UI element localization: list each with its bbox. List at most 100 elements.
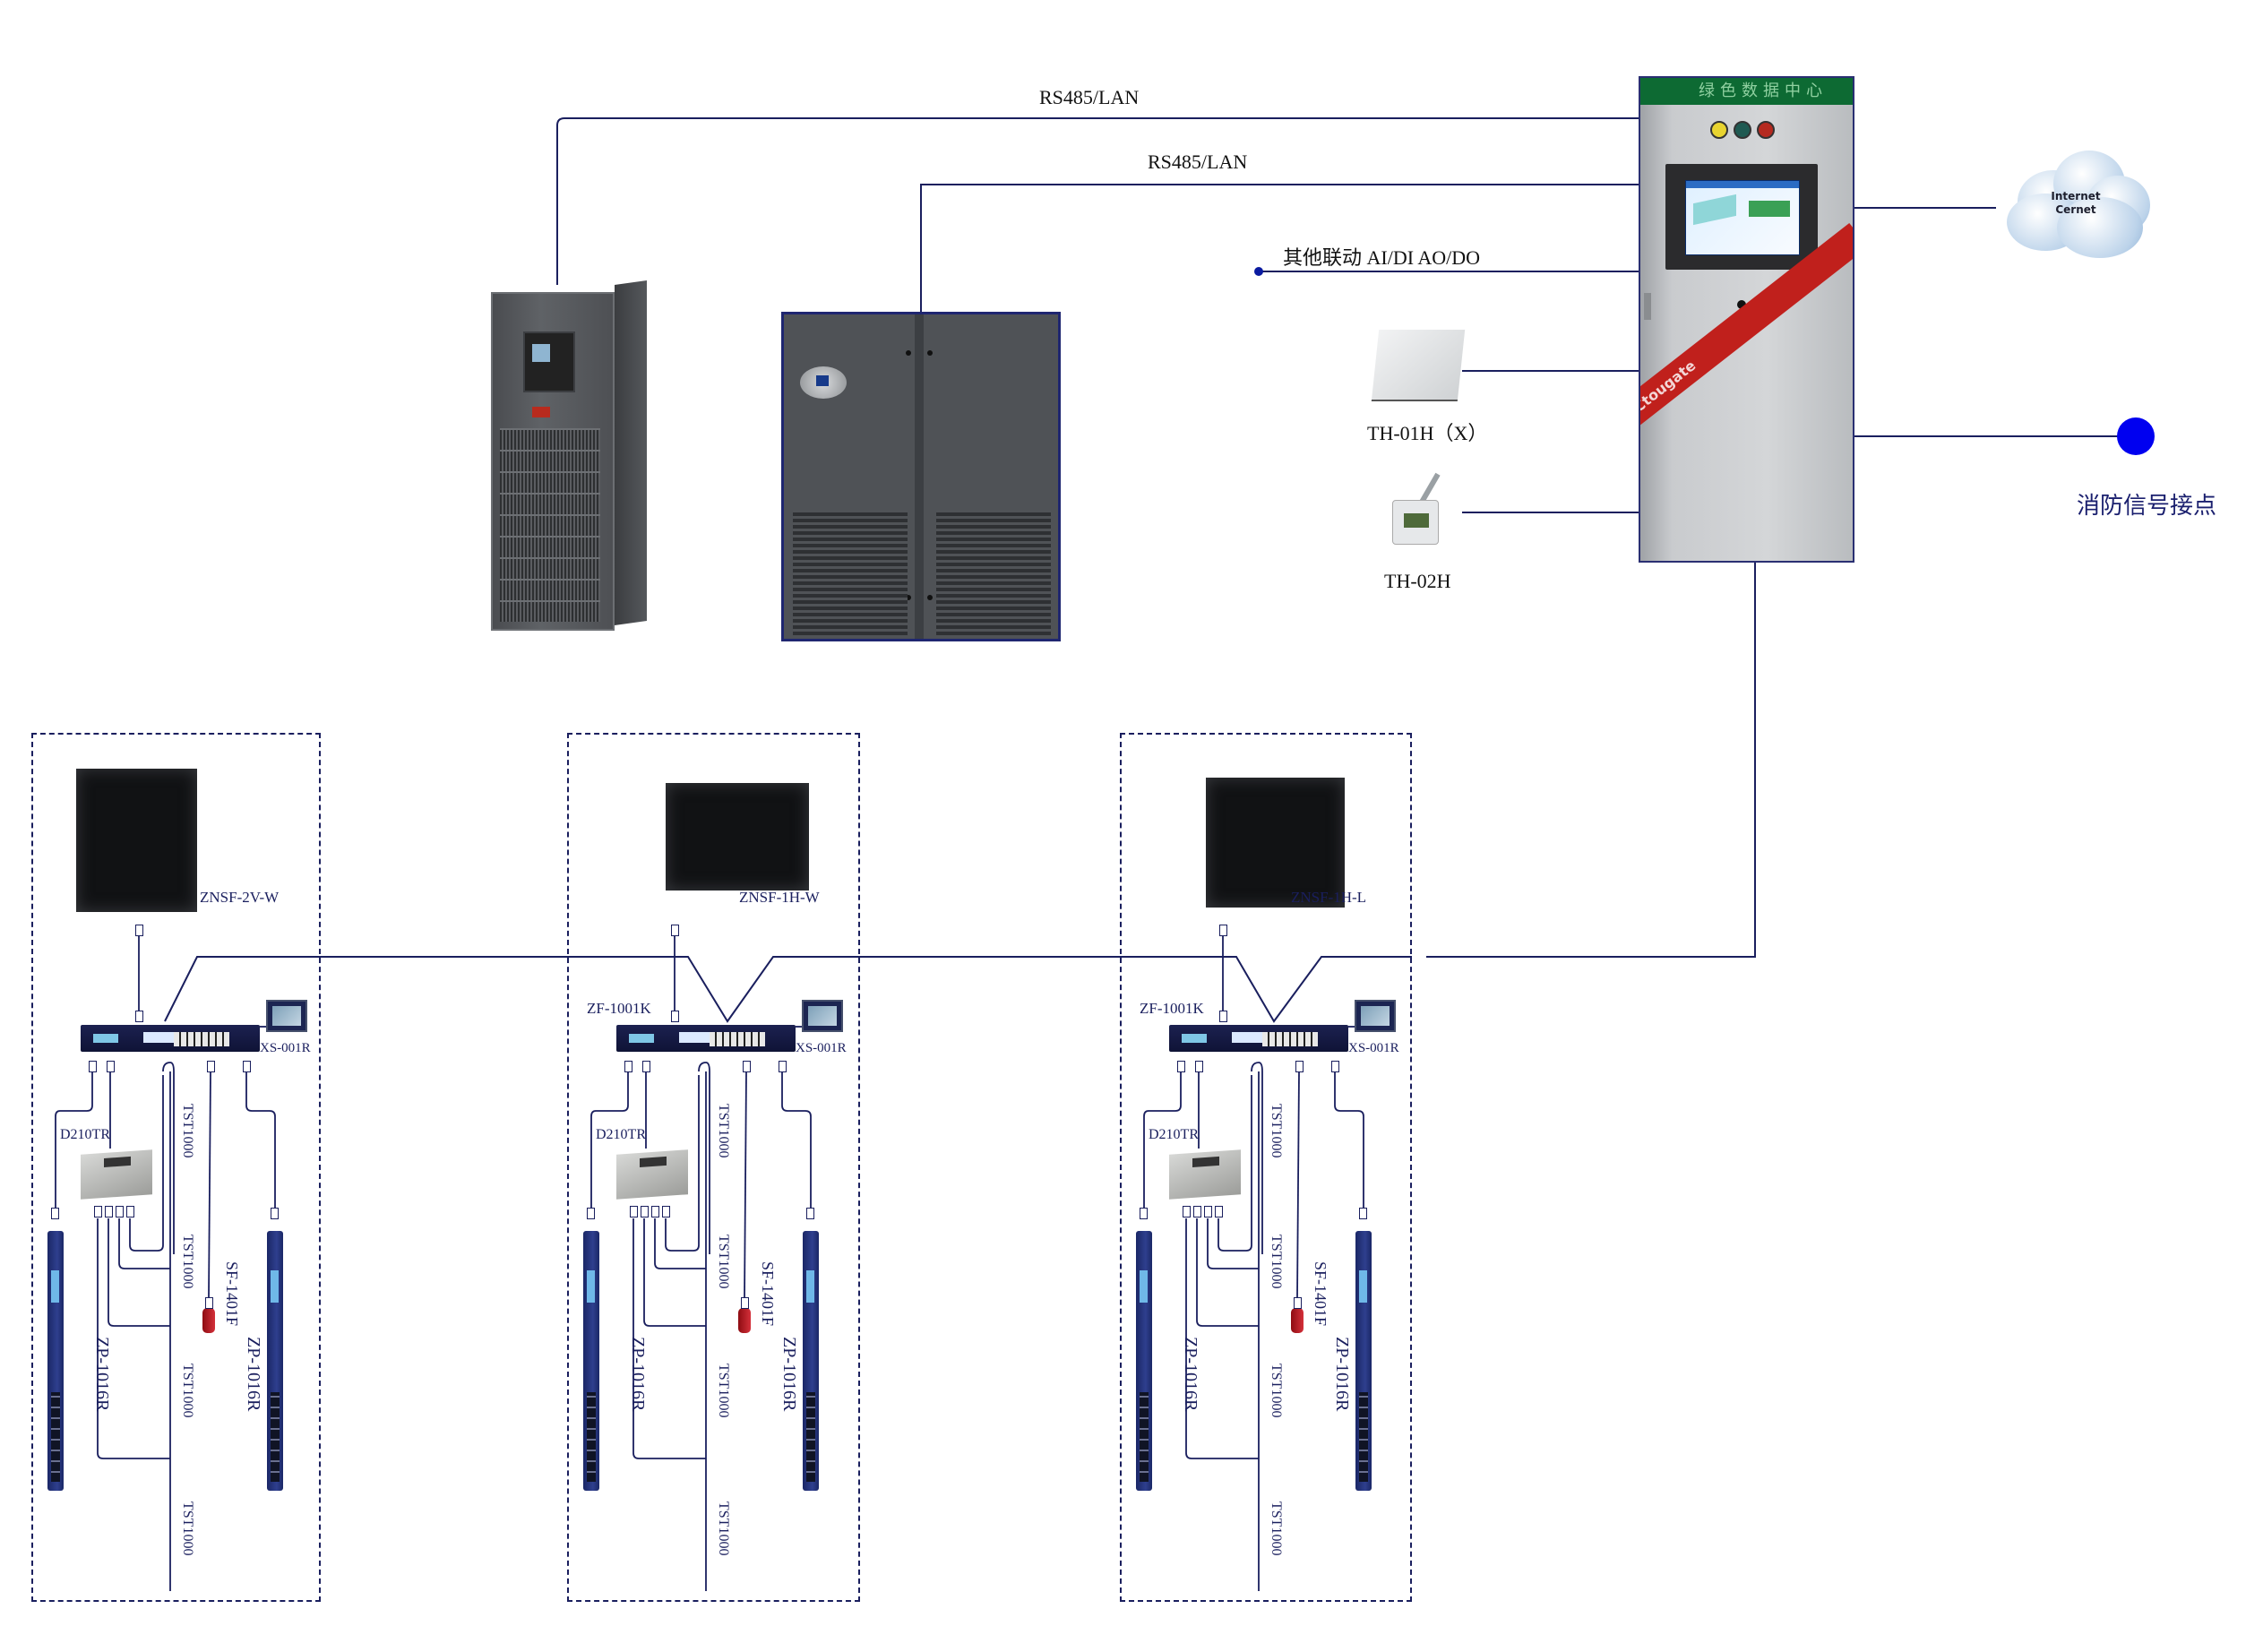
- smoke-detector-label: SF-1401F: [223, 1261, 241, 1327]
- cloud-label-internet: Internet: [2051, 190, 2101, 202]
- pdu-left-label: ZP-1016R: [92, 1337, 112, 1412]
- leak-rope-label: TST1000: [1269, 1104, 1284, 1158]
- leak-rope-loop: [1251, 1062, 1263, 1254]
- connector-icon: [1195, 1061, 1203, 1072]
- connector-icon: [271, 1208, 279, 1219]
- ups-link-wire: [556, 117, 1639, 285]
- touch-panel-display: [1355, 1000, 1396, 1032]
- connector-icon: [1295, 1061, 1304, 1072]
- io-endpoint-dot: [1254, 267, 1263, 276]
- controller-model-label: D210TR: [596, 1127, 646, 1142]
- ups-link-label: RS485/LAN: [1039, 86, 1140, 108]
- leak-wire-2: [118, 1218, 170, 1269]
- controller-model-label: D210TR: [1149, 1127, 1199, 1142]
- smoke-detector-wire: [208, 1071, 211, 1298]
- touch-screen: [1665, 164, 1818, 270]
- temp-humidity-sensor-th01: [1371, 330, 1466, 401]
- pdu-left: [1136, 1231, 1152, 1491]
- pdu-left: [47, 1231, 64, 1491]
- ac-control-panel: [800, 366, 847, 399]
- monitoring-switch: [1169, 1025, 1348, 1052]
- leak-wire-1: [1218, 1075, 1252, 1252]
- internet-cloud-icon: Internet Cernet: [2000, 143, 2152, 260]
- connector-icon: [1183, 1206, 1191, 1217]
- rack-group-2: [567, 733, 860, 1602]
- leak-rope-label: TST1000: [1269, 1364, 1284, 1418]
- leak-rope-label: TST1000: [180, 1501, 195, 1556]
- smoke-detector-label: SF-1401F: [1312, 1261, 1329, 1327]
- monitoring-host-cabinet: 绿色数据中心 Ctougate: [1639, 76, 1854, 563]
- connector-icon: [671, 1011, 679, 1022]
- connector-icon: [1215, 1206, 1223, 1217]
- pdu-right: [803, 1231, 819, 1491]
- connector-icon: [641, 1206, 649, 1217]
- connector-icon: [662, 1206, 670, 1217]
- smoke-detector-label: SF-1401F: [759, 1261, 777, 1327]
- touch-panel-label: XS-001R: [260, 1041, 311, 1055]
- fan-model-label: ZNSF-1H-W: [739, 889, 820, 906]
- connector-icon: [1140, 1208, 1148, 1219]
- connector-icon: [135, 1011, 143, 1022]
- fire-signal-label: 消防信号接点: [2077, 493, 2217, 520]
- connector-icon: [94, 1206, 102, 1217]
- ac-link-wire: [920, 184, 1639, 314]
- leak-rope-label: TST1000: [1269, 1501, 1284, 1556]
- touch-panel-label: XS-001R: [1348, 1041, 1399, 1055]
- leak-wire-2: [654, 1218, 706, 1269]
- monitoring-switch: [616, 1025, 796, 1052]
- intelligent-fan-unit: [76, 769, 197, 912]
- intelligent-fan-unit: [1206, 778, 1345, 908]
- pdu-right-label: ZP-1016R: [779, 1337, 799, 1412]
- pdu-left: [583, 1231, 599, 1491]
- bus-wire: [1426, 563, 1756, 958]
- leak-wire-3: [643, 1218, 706, 1327]
- leak-rope-loop: [162, 1062, 175, 1254]
- connector-icon: [207, 1061, 215, 1072]
- pdu-right-wire: [1334, 1072, 1364, 1208]
- rack-group-1: [31, 733, 321, 1602]
- smoke-detector-wire: [744, 1071, 747, 1298]
- temp-humidity-sensor-th02: [1387, 468, 1458, 554]
- connector-icon: [1359, 1208, 1367, 1219]
- cloud-label-cernet: Cernet: [2055, 203, 2096, 216]
- io-link-label: 其他联动 AI/DI AO/DO: [1283, 246, 1480, 269]
- fire-signal-contact-icon: [2117, 417, 2155, 455]
- leak-detection-controller: [616, 1149, 688, 1200]
- smoke-detector-icon: [202, 1308, 215, 1333]
- cabinet-header: 绿色数据中心: [1640, 78, 1853, 105]
- th01-label: TH-01H（X）: [1367, 422, 1488, 444]
- connector-icon: [1219, 1011, 1227, 1022]
- leak-wire-3: [108, 1218, 170, 1327]
- connector-icon: [741, 1297, 749, 1309]
- connector-icon: [51, 1208, 59, 1219]
- fan-model-label: ZNSF-1H-L: [1291, 889, 1367, 906]
- smoke-detector-icon: [1291, 1308, 1304, 1333]
- key-switch: [1737, 300, 1746, 309]
- leak-rope-label: TST1000: [716, 1235, 731, 1289]
- intelligent-fan-unit: [666, 783, 809, 891]
- connector-icon: [1219, 925, 1227, 936]
- pdu-left-wire: [55, 1072, 93, 1208]
- connector-icon: [1177, 1061, 1185, 1072]
- pdu-right: [267, 1231, 283, 1491]
- connector-icon: [651, 1206, 659, 1217]
- touch-panel-display: [266, 1000, 307, 1032]
- leak-rope-label: TST1000: [716, 1104, 731, 1158]
- pdu-left-wire: [1143, 1072, 1182, 1208]
- controller-model-label: D210TR: [60, 1127, 110, 1142]
- connector-icon: [243, 1061, 251, 1072]
- switch-model-label: ZF-1001K: [1140, 1000, 1204, 1017]
- leak-wire-1: [665, 1075, 700, 1252]
- pdu-right-wire: [781, 1072, 812, 1208]
- touch-panel-label: XS-001R: [796, 1041, 847, 1055]
- smoke-detector-icon: [738, 1308, 751, 1333]
- leak-rope-label: TST1000: [1269, 1235, 1284, 1289]
- apc-logo: [532, 407, 550, 417]
- pdu-right-wire: [245, 1072, 276, 1208]
- leak-detection-controller: [81, 1149, 152, 1200]
- door-handle: [1644, 293, 1651, 320]
- connector-icon: [107, 1061, 115, 1072]
- bus-wire-group2: [323, 956, 1120, 1023]
- connector-icon: [1204, 1206, 1212, 1217]
- connector-icon: [116, 1206, 124, 1217]
